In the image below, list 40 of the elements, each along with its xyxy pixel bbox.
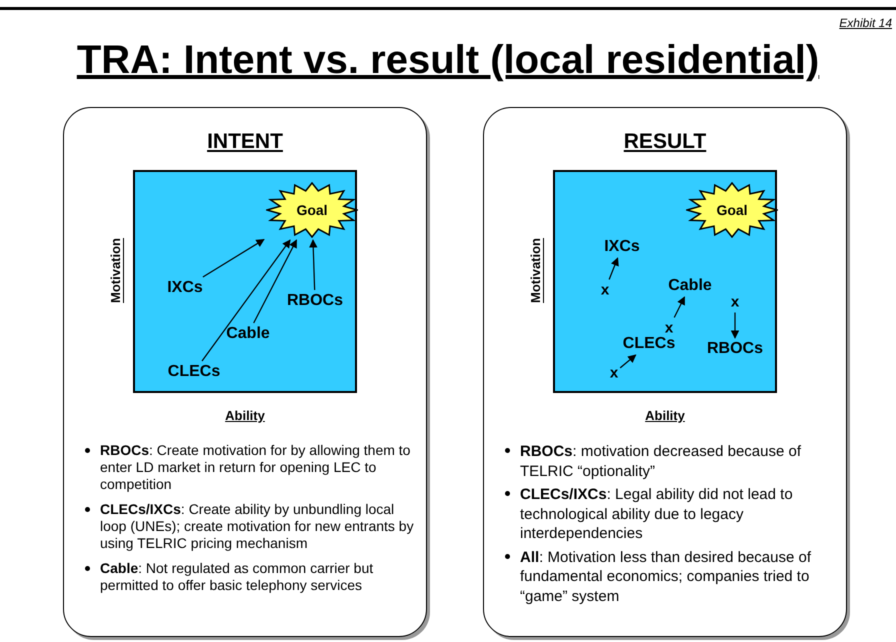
- position-mark: x: [664, 320, 674, 336]
- axis-title: Motivation: [528, 238, 543, 303]
- bullet-text: RBOCs: Create motivation for by allowing them to enter LD market in return for opening LEC to competition: [100, 442, 412, 493]
- bullet-text: CLECs/IXCs: Legal ability did not lead to technological ability due to legacy interdependencies: [520, 485, 794, 544]
- plot-area: [553, 170, 777, 393]
- player-label: Cable: [668, 277, 712, 295]
- player-label: CLECs: [622, 335, 676, 353]
- bullet-text: All: Motivation less than desired because of fundamental economics; companies tried to “game” system: [520, 548, 812, 606]
- bullet-text: Cable: Not regulated as common carrier but permitted to offer basic telephony services: [100, 560, 374, 594]
- starburst: Goal: [266, 182, 358, 238]
- player-label: RBOCs: [287, 292, 343, 310]
- axis-title: Ability: [224, 408, 266, 423]
- arrow: [309, 239, 318, 290]
- plot-area: [133, 170, 357, 393]
- panel-card: [483, 107, 847, 637]
- panel-card: [63, 107, 427, 637]
- player-label: IXCs: [604, 238, 640, 256]
- arrow: [608, 257, 619, 280]
- panel-heading: INTENT: [206, 130, 284, 154]
- player-label: RBOCs: [707, 340, 763, 358]
- arrow: [620, 354, 636, 368]
- arrow: [730, 312, 740, 339]
- arrow: [202, 239, 291, 362]
- arrow: [253, 239, 298, 324]
- bullet-text: RBOCs: motivation decreased because of TELRIC “optionality”: [520, 442, 802, 481]
- axis-title: Motivation: [108, 238, 123, 303]
- starburst: Goal: [686, 182, 778, 238]
- player-label: CLECs: [168, 363, 220, 381]
- panel-heading: RESULT: [622, 130, 708, 154]
- position-mark: x: [610, 364, 618, 382]
- arrow: [674, 296, 686, 318]
- position-mark: x: [730, 294, 740, 310]
- player-label: IXCs: [167, 279, 203, 297]
- arrow: [202, 238, 265, 278]
- exhibit-number: Exhibit 14: [839, 16, 892, 30]
- title: TRA: Intent vs. result (local residential): [76, 38, 820, 83]
- player-label: Cable: [226, 325, 270, 343]
- axis-title: Ability: [644, 408, 686, 423]
- bullet-text: CLECs/IXCs: Create ability by unbundling local loop (UNEs); create motivation for new entrants by using TELRIC pricing mechanism: [100, 501, 415, 552]
- position-mark: x: [600, 282, 610, 298]
